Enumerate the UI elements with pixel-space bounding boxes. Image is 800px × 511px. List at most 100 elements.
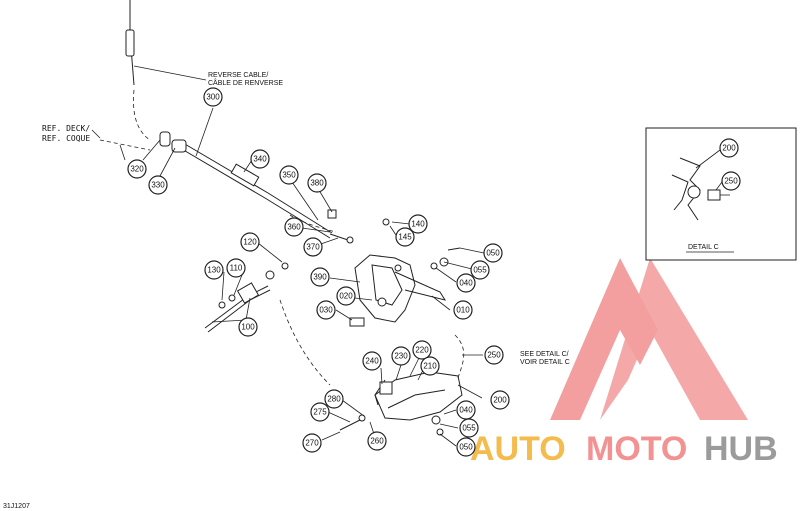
callout-100: 100 [238,317,258,337]
callout-270: 270 [302,433,322,453]
callout-circle [367,431,387,451]
callout-circle [148,175,168,195]
callout-040b: 040 [456,400,476,420]
callout-label: 340 [253,155,267,164]
callout-label: 350 [282,171,296,180]
callout-label: 300 [206,93,220,102]
callout-030: 030 [316,300,336,320]
callout-250b: 250 [721,171,741,191]
callout-120: 120 [240,232,260,252]
reverse-cable-label-en: REVERSE CABLE/ [208,72,268,79]
reverse-cable [125,0,354,244]
callout-circle [250,149,270,169]
callout-label: 050 [486,249,500,258]
callout-label: 220 [415,346,429,355]
callout-circle [719,138,739,158]
callout-circle [721,171,741,191]
ref-deck-label-en: REF. DECK/ [42,124,90,133]
callout-110: 110 [226,258,246,278]
callout-circle [391,346,411,366]
ref-deck-line [99,139,151,151]
callout-label: 270 [305,439,319,448]
callout-360: 360 [284,217,304,237]
callout-label: 110 [230,264,243,273]
callout-label: 055 [462,424,476,433]
callout-label: 360 [287,223,301,232]
reverse-cable-label-fr: CÂBLE DE RENVERSE [208,78,283,87]
callout-circle [456,273,476,293]
callout-label: 140 [411,220,425,229]
callout-label: 030 [319,306,333,315]
callout-055a: 055 [470,260,490,280]
callout-210: 210 [420,356,440,376]
callout-label: 250 [724,177,738,186]
callout-220: 220 [412,340,432,360]
callout-040a: 040 [456,273,476,293]
callout-label: 280 [327,395,341,404]
callout-370: 370 [303,237,323,257]
callout-circle [240,232,260,252]
callout-050a: 050 [483,243,503,263]
callout-circle [412,340,432,360]
lever-rod [204,262,331,386]
callout-390: 390 [310,267,330,287]
callout-circle [324,389,344,409]
watermark-logo [550,258,748,420]
callout-label: 330 [151,181,165,190]
callout-circle [127,159,147,179]
callout-circle [395,227,415,247]
callout-circle [490,390,510,410]
callout-label: 390 [313,273,327,282]
callout-label: 055 [473,266,487,275]
callout-label: 020 [339,292,353,301]
callout-280: 280 [324,389,344,409]
watermark-text-moto: MOTO [586,430,687,468]
callout-label: 380 [310,179,324,188]
watermark-text-auto: AUTO [470,430,566,468]
callout-label: 210 [423,362,437,371]
callout-label: 370 [306,243,320,252]
callout-350: 350 [279,165,299,185]
callout-circle [336,286,356,306]
watermark-text-hub: HUB [704,430,778,468]
callout-circle [483,243,503,263]
callout-010: 010 [453,300,473,320]
callout-145: 145 [395,227,415,247]
callout-label: 120 [243,238,257,247]
shift-bracket [349,254,447,327]
callout-055b: 055 [459,418,479,438]
callout-label: 100 [241,323,255,332]
callout-circle [310,402,330,422]
callout-200a: 200 [490,390,510,410]
drawing-id: 31J1207 [3,503,30,510]
see-detail-label-en: SEE DETAIL C/ [520,351,569,358]
callout-circle [303,237,323,257]
callout-circle [456,437,476,457]
callout-330: 330 [148,175,168,195]
callout-circle [470,260,490,280]
callout-050b: 050 [456,437,476,457]
callout-340: 340 [250,149,270,169]
callout-140: 140 [408,214,428,234]
callout-250a: 250 [484,345,504,365]
callout-230: 230 [391,346,411,366]
callout-circle [408,214,428,234]
lever-handle [339,334,465,436]
callout-label: 250 [487,351,501,360]
ref-deck-label-fr: REF. COQUE [42,134,90,143]
callout-label: 010 [456,306,470,315]
callout-label: 050 [459,443,473,452]
callout-circle [284,217,304,237]
callout-130: 130 [204,260,224,280]
callout-circle [420,356,440,376]
callout-380: 380 [307,173,327,193]
callout-group: 3003203303403503803603701401450500550400… [127,87,741,457]
callout-circle [310,267,330,287]
callout-circle [484,345,504,365]
callout-circle [203,87,223,107]
callout-320: 320 [127,159,147,179]
callout-label: 275 [313,408,327,417]
callout-label: 145 [398,233,412,242]
callout-label: 200 [722,144,736,153]
